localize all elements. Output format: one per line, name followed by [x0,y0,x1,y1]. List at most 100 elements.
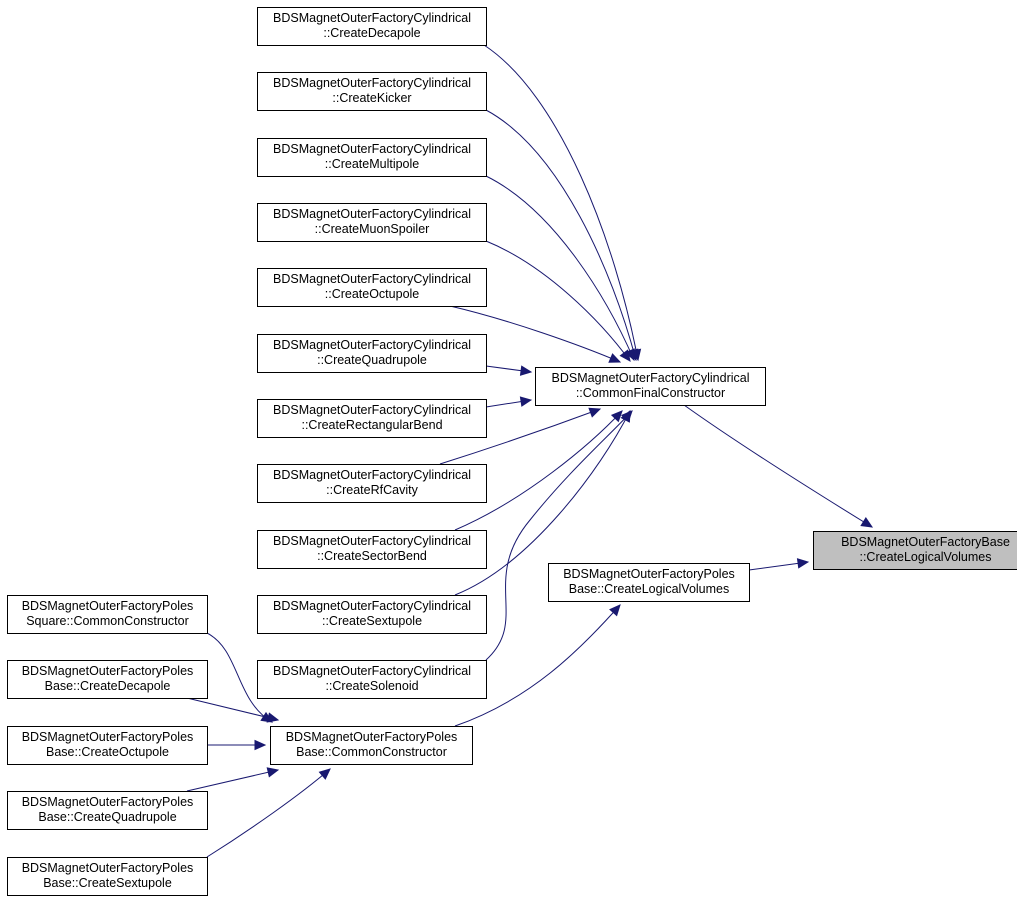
edge-cyl_create_decapole-to-cyl_common_final_constructor [483,44,642,362]
arrowhead-icon [266,767,280,778]
node-label-line2: ::CreateOctupole [325,287,420,301]
node-label-line1: BDSMagnetOuterFactoryPoles [22,599,194,613]
node-base_create_logical_volumes[interactable]: BDSMagnetOuterFactoryBase::CreateLogical… [813,531,1017,570]
node-box[interactable] [7,857,208,896]
arrowhead-icon [318,768,331,780]
node-label-line1: BDSMagnetOuterFactoryCylindrical [273,76,471,90]
node-box[interactable] [270,726,473,765]
node-label-line1: BDSMagnetOuterFactoryBase [841,535,1010,549]
arrowhead-icon [860,517,874,528]
node-box[interactable] [257,595,487,634]
node-box[interactable] [257,399,487,438]
node-poles_base_create_logical_volumes[interactable]: BDSMagnetOuterFactoryPolesBase::CreateLo… [548,563,750,602]
node-box[interactable] [257,464,487,503]
node-label-line2: ::CreateRectangularBend [301,418,442,432]
node-cyl_create_kicker[interactable]: BDSMagnetOuterFactoryCylindrical::Create… [257,72,487,111]
node-cyl_create_quadrupole[interactable]: BDSMagnetOuterFactoryCylindrical::Create… [257,334,487,373]
arrowhead-icon [266,712,280,723]
edges-layer [186,44,874,858]
edge-line [485,240,631,362]
node-label-line1: BDSMagnetOuterFactoryCylindrical [273,207,471,221]
arrowhead-icon [610,410,623,423]
arrowhead-icon [619,349,631,362]
node-box[interactable] [7,595,208,634]
node-cyl_common_final_constructor[interactable]: BDSMagnetOuterFactoryCylindrical::Common… [535,367,766,406]
node-label-line1: BDSMagnetOuterFactoryCylindrical [273,338,471,352]
node-label-line1: BDSMagnetOuterFactoryCylindrical [273,468,471,482]
edge-poles_base_create_quadrupole-to-poles_base_common_constructor [186,767,280,792]
arrowhead-icon [254,739,267,751]
node-cyl_create_sector_bend[interactable]: BDSMagnetOuterFactoryCylindrical::Create… [257,530,487,569]
node-label-line2: Square::CommonConstructor [26,614,189,628]
node-label-line2: Base::CreateOctupole [46,745,169,759]
edge-line [454,604,621,727]
edge-line [206,632,273,723]
node-poles_base_create_sextupole[interactable]: BDSMagnetOuterFactoryPolesBase::CreateSe… [7,857,208,896]
node-label-line2: ::CreateSectorBend [317,549,427,563]
node-poles_base_common_constructor[interactable]: BDSMagnetOuterFactoryPolesBase::CommonCo… [270,726,473,765]
arrowhead-icon [588,407,602,418]
node-box[interactable] [257,660,487,699]
node-cyl_create_octupole[interactable]: BDSMagnetOuterFactoryCylindrical::Create… [257,268,487,307]
edge-line [485,175,635,361]
node-cyl_create_multipole[interactable]: BDSMagnetOuterFactoryCylindrical::Create… [257,138,487,177]
node-label-line1: BDSMagnetOuterFactoryCylindrical [273,599,471,613]
node-cyl_create_sextupole[interactable]: BDSMagnetOuterFactoryCylindrical::Create… [257,595,487,634]
node-poles_base_create_octupole[interactable]: BDSMagnetOuterFactoryPolesBase::CreateOc… [7,726,208,765]
edge-line [186,697,279,721]
edge-line [683,404,873,528]
node-box[interactable] [813,531,1017,570]
node-label-line2: ::CreateDecapole [323,26,420,40]
node-box[interactable] [535,367,766,406]
node-label-line2: ::CreateMuonSpoiler [315,222,430,236]
node-box[interactable] [257,72,487,111]
edge-poles_base_create_logical_volumes-to-base_create_logical_volumes [748,558,810,571]
edge-poles_base_create_octupole-to-poles_base_common_constructor [207,739,267,751]
node-label-line2: ::CreateKicker [332,91,411,105]
edge-line [485,410,633,661]
node-box[interactable] [548,563,750,602]
node-poles_base_create_quadrupole[interactable]: BDSMagnetOuterFactoryPolesBase::CreateQu… [7,791,208,830]
node-label-line1: BDSMagnetOuterFactoryPoles [22,730,194,744]
edge-cyl_create_rf_cavity-to-cyl_common_final_constructor [439,407,602,465]
node-box[interactable] [257,203,487,242]
node-label-line2: Base::CommonConstructor [296,745,447,759]
edge-line [454,410,623,531]
edge-line [186,769,279,792]
edge-cyl_create_multipole-to-cyl_common_final_constructor [485,175,635,362]
node-cyl_create_solenoid[interactable]: BDSMagnetOuterFactoryCylindrical::Create… [257,660,487,699]
node-label-line2: ::CreateQuadrupole [317,353,427,367]
node-label-line2: ::CreateSextupole [322,614,422,628]
nodes-layer: BDSMagnetOuterFactoryBase::CreateLogical… [7,7,1017,896]
node-label-line1: BDSMagnetOuterFactoryCylindrical [273,664,471,678]
node-label-line2: ::CreateSolenoid [325,679,418,693]
node-box[interactable] [7,660,208,699]
node-cyl_create_muon_spoiler[interactable]: BDSMagnetOuterFactoryCylindrical::Create… [257,203,487,242]
node-box[interactable] [257,268,487,307]
arrowhead-icon [796,558,810,569]
node-box[interactable] [257,7,487,46]
node-box[interactable] [7,726,208,765]
node-poles_base_create_decapole[interactable]: BDSMagnetOuterFactoryPolesBase::CreateDe… [7,660,208,699]
edge-line [483,44,639,361]
node-box[interactable] [257,138,487,177]
node-label-line1: BDSMagnetOuterFactoryCylindrical [273,272,471,286]
edge-cyl_common_final_constructor-to-base_create_logical_volumes [683,404,874,528]
edge-cyl_create_octupole-to-cyl_common_final_constructor [449,305,622,363]
node-label-line2: Base::CreateDecapole [45,679,171,693]
node-cyl_create_rectangular_bend[interactable]: BDSMagnetOuterFactoryCylindrical::Create… [257,399,487,438]
node-box[interactable] [257,334,487,373]
edge-line [454,410,631,596]
arrowhead-icon [519,396,533,407]
node-cyl_create_rf_cavity[interactable]: BDSMagnetOuterFactoryCylindrical::Create… [257,464,487,503]
node-box[interactable] [7,791,208,830]
node-cyl_create_decapole[interactable]: BDSMagnetOuterFactoryCylindrical::Create… [257,7,487,46]
arrowhead-icon [609,604,621,617]
node-box[interactable] [257,530,487,569]
edge-cyl_create_quadrupole-to-cyl_common_final_constructor [485,365,533,376]
node-label-line1: BDSMagnetOuterFactoryCylindrical [552,371,750,385]
edge-cyl_create_muon_spoiler-to-cyl_common_final_constructor [485,240,631,362]
node-label-line1: BDSMagnetOuterFactoryCylindrical [273,403,471,417]
node-label-line2: ::CreateLogicalVolumes [859,550,991,564]
node-poles_square_common_constructor[interactable]: BDSMagnetOuterFactoryPolesSquare::Common… [7,595,208,634]
